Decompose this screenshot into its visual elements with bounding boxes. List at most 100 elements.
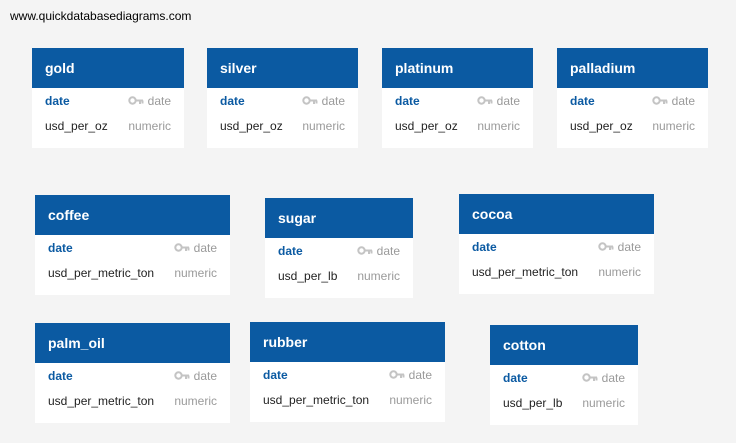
column-row[interactable]: date date — [265, 238, 413, 263]
column-row[interactable]: usd_per_lb numeric — [265, 263, 413, 288]
table-header[interactable]: cocoa — [459, 194, 654, 234]
column-row[interactable]: usd_per_metric_ton numeric — [35, 388, 230, 413]
column-type: date — [356, 243, 400, 258]
column-row[interactable]: usd_per_lb numeric — [490, 390, 638, 415]
primary-key-icon — [651, 96, 668, 105]
column-name: usd_per_metric_ton — [472, 264, 579, 279]
column-row[interactable]: usd_per_metric_ton numeric — [35, 260, 230, 285]
table-header[interactable]: silver — [207, 48, 358, 88]
column-name: date — [220, 93, 245, 108]
column-type: numeric — [357, 268, 400, 283]
column-name: usd_per_oz — [45, 118, 108, 133]
column-type: numeric — [477, 118, 520, 133]
column-name: date — [263, 367, 288, 382]
column-type: date — [581, 370, 625, 385]
column-row[interactable]: date date — [35, 363, 230, 388]
table-sugar[interactable]: sugar date date usd_per_lb numeric — [265, 198, 413, 298]
primary-key-icon — [356, 246, 373, 255]
table-coffee[interactable]: coffee date date usd_per_metric_ton nume… — [35, 195, 230, 295]
column-row[interactable]: date date — [35, 235, 230, 260]
table-header[interactable]: platinum — [382, 48, 533, 88]
table-header[interactable]: palm_oil — [35, 323, 230, 363]
column-type: numeric — [174, 265, 217, 280]
column-name: usd_per_lb — [278, 268, 338, 283]
column-type: date — [388, 367, 432, 382]
column-row[interactable]: usd_per_oz numeric — [207, 113, 358, 138]
table-cotton[interactable]: cotton date date usd_per_lb numeric — [490, 325, 638, 425]
column-type: numeric — [128, 118, 171, 133]
column-name: date — [472, 239, 497, 254]
table-cocoa[interactable]: cocoa date date usd_per_metric_ton numer… — [459, 194, 654, 294]
column-type: date — [173, 368, 217, 383]
column-name: usd_per_metric_ton — [48, 265, 155, 280]
column-type-label: date — [408, 367, 432, 382]
table-gold[interactable]: gold date date usd_per_oz numeric — [32, 48, 184, 148]
column-type: date — [127, 93, 171, 108]
column-name: date — [48, 368, 73, 383]
column-type: numeric — [598, 264, 641, 279]
column-name: usd_per_lb — [503, 395, 563, 410]
column-type-label: date — [617, 239, 641, 254]
column-type-label: date — [321, 93, 345, 108]
table-silver[interactable]: silver date date usd_per_oz numeric — [207, 48, 358, 148]
table-palladium[interactable]: palladium date date usd_per_oz numeric — [557, 48, 708, 148]
column-row[interactable]: date date — [557, 88, 708, 113]
column-row[interactable]: usd_per_oz numeric — [557, 113, 708, 138]
table-palm-oil[interactable]: palm_oil date date usd_per_metric_ton nu… — [35, 323, 230, 423]
primary-key-icon — [581, 373, 598, 382]
column-type-label: date — [671, 93, 695, 108]
column-type: date — [476, 93, 520, 108]
column-name: date — [278, 243, 303, 258]
primary-key-icon — [597, 242, 614, 251]
column-row[interactable]: date date — [32, 88, 184, 113]
column-name: usd_per_metric_ton — [263, 392, 370, 407]
column-row[interactable]: usd_per_oz numeric — [32, 113, 184, 138]
column-row[interactable]: usd_per_oz numeric — [382, 113, 533, 138]
column-name: date — [570, 93, 595, 108]
column-row[interactable]: usd_per_metric_ton numeric — [459, 259, 654, 284]
table-header[interactable]: palladium — [557, 48, 708, 88]
column-type: date — [173, 240, 217, 255]
column-type: date — [301, 93, 345, 108]
primary-key-icon — [173, 371, 190, 380]
table-header[interactable]: rubber — [250, 322, 445, 362]
column-row[interactable]: date date — [250, 362, 445, 387]
table-rubber[interactable]: rubber date date usd_per_metric_ton nume… — [250, 322, 445, 422]
column-type-label: date — [147, 93, 171, 108]
column-type: numeric — [174, 393, 217, 408]
column-type: numeric — [302, 118, 345, 133]
column-name: usd_per_oz — [395, 118, 458, 133]
column-type-label: date — [193, 368, 217, 383]
table-header[interactable]: gold — [32, 48, 184, 88]
primary-key-icon — [301, 96, 318, 105]
table-header[interactable]: coffee — [35, 195, 230, 235]
table-platinum[interactable]: platinum date date usd_per_oz numeric — [382, 48, 533, 148]
column-type: numeric — [652, 118, 695, 133]
column-type: date — [597, 239, 641, 254]
column-type: date — [651, 93, 695, 108]
column-type-label: date — [496, 93, 520, 108]
column-row[interactable]: date date — [459, 234, 654, 259]
column-row[interactable]: date date — [207, 88, 358, 113]
column-name: date — [45, 93, 70, 108]
column-type-label: date — [601, 370, 625, 385]
site-url[interactable]: www.quickdatabasediagrams.com — [10, 9, 192, 23]
primary-key-icon — [388, 370, 405, 379]
column-type-label: date — [193, 240, 217, 255]
primary-key-icon — [476, 96, 493, 105]
primary-key-icon — [127, 96, 144, 105]
column-row[interactable]: date date — [490, 365, 638, 390]
table-header[interactable]: sugar — [265, 198, 413, 238]
column-row[interactable]: date date — [382, 88, 533, 113]
column-name: date — [48, 240, 73, 255]
column-type: numeric — [582, 395, 625, 410]
column-type: numeric — [389, 392, 432, 407]
column-type-label: date — [376, 243, 400, 258]
column-name: date — [503, 370, 528, 385]
table-header[interactable]: cotton — [490, 325, 638, 365]
column-name: usd_per_oz — [570, 118, 633, 133]
column-name: usd_per_oz — [220, 118, 283, 133]
column-name: usd_per_metric_ton — [48, 393, 155, 408]
column-row[interactable]: usd_per_metric_ton numeric — [250, 387, 445, 412]
column-name: date — [395, 93, 420, 108]
